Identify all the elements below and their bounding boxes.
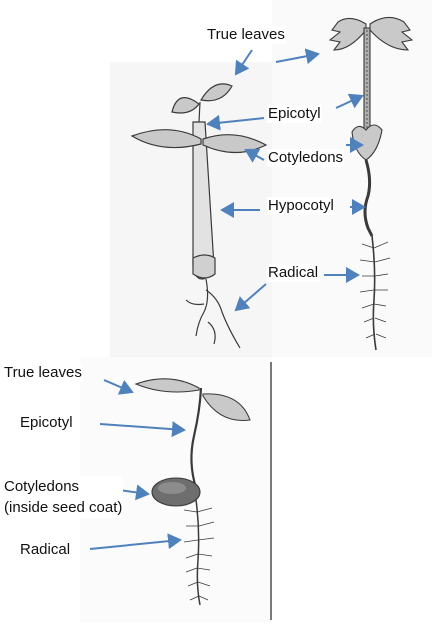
- arrow-true-leaves-to-maple: [275, 48, 320, 65]
- hypogeal-true-leaf-left: [134, 378, 200, 393]
- maple-radical: [371, 235, 377, 351]
- bottom-arrows: [89, 379, 186, 550]
- hypogeal-seedling: [134, 378, 251, 606]
- maple-root-hairs: [359, 241, 391, 339]
- top-arrows: [206, 48, 366, 312]
- bean-epicotyl: [198, 101, 201, 123]
- bean-roots: [185, 278, 241, 349]
- arrow-bot-epicotyl: [99, 421, 186, 438]
- label-hypocotyl-top: Hypocotyl: [267, 197, 335, 215]
- arrow-bot-true-leaves: [103, 379, 134, 395]
- bean-seed-base: [192, 254, 216, 279]
- bean-seedling: [130, 83, 268, 349]
- label-epicotyl-top: Epicotyl: [267, 105, 322, 123]
- label-true-leaves-bottom: True leaves: [3, 364, 83, 382]
- arrow-epicotyl-to-bean: [206, 114, 265, 131]
- bean-true-leaf-left: [171, 97, 200, 114]
- maple-hypocotyl: [363, 159, 374, 237]
- hypogeal-epicotyl: [190, 387, 203, 489]
- maple-true-leaf-right: [369, 16, 414, 51]
- arrow-cotyledons-to-bean: [244, 148, 265, 163]
- bean-cotyledon-right: [202, 134, 268, 154]
- label-true-leaves-top: True leaves: [206, 26, 286, 44]
- maple-cotyledons: [351, 124, 383, 161]
- maple-true-leaf-left: [328, 17, 367, 51]
- arrow-epicotyl-to-maple: [335, 93, 364, 109]
- label-epicotyl-bottom: Epicotyl: [19, 414, 74, 432]
- label-radical-bottom: Radical: [19, 541, 72, 559]
- label-cotyledons-bottom: Cotyledons (inside seed coat): [3, 476, 124, 518]
- arrow-bot-radical: [89, 533, 182, 550]
- hypogeal-true-leaf-right: [202, 393, 251, 422]
- label-cotyledons-line1: Cotyledons: [4, 478, 80, 495]
- arrow-radical-to-bean: [234, 283, 267, 312]
- arrow-true-leaves-to-bean: [234, 49, 253, 76]
- label-cotyledons-top: Cotyledons: [267, 149, 345, 167]
- bean-cotyledon-left: [130, 129, 202, 149]
- label-cotyledons-line2: (inside seed coat): [4, 499, 123, 516]
- maple-seedling: [328, 16, 414, 351]
- hypogeal-root-hairs: [183, 507, 215, 601]
- bean-true-leaf-right: [200, 83, 233, 102]
- maple-seedling-panel: [272, 0, 432, 357]
- hypogeal-radical: [195, 499, 201, 606]
- label-radical-top: Radical: [267, 264, 320, 282]
